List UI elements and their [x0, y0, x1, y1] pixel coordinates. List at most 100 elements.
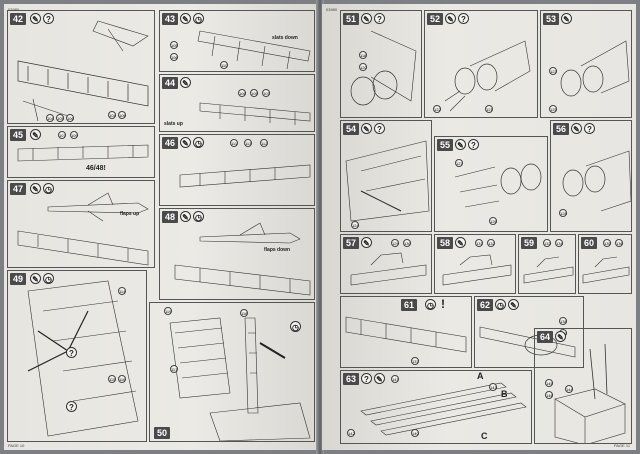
intake-drawing — [350, 30, 417, 106]
page-gutter — [316, 0, 324, 454]
glue-icon: ✎ — [30, 183, 41, 194]
flap-assembly-drawing — [169, 317, 311, 441]
part-callout: 144 — [565, 385, 573, 393]
glue-icon: ✎ — [30, 273, 41, 284]
part-callout: 120 — [359, 63, 367, 71]
part-callout: 129 — [391, 239, 399, 247]
part-callout: 117 — [170, 365, 178, 373]
nozzle-drawing — [444, 40, 531, 112]
question-icon: ? — [458, 13, 469, 24]
rail-label-b: B — [501, 389, 508, 399]
clock-icon: ◷ — [193, 13, 204, 24]
part-callout: 123 — [549, 67, 557, 75]
part-callout: 107 — [58, 131, 66, 139]
step-number: 46 — [162, 137, 179, 149]
part-callout: 127 — [455, 159, 463, 167]
step-number: 57 — [343, 237, 360, 249]
glue-icon: ✎ — [455, 139, 466, 150]
part-callout: 106 — [66, 114, 74, 122]
step-54: 54 ✎ ? 124 — [340, 120, 432, 232]
step-57: 57 ✎ 129 130 — [340, 234, 432, 294]
step-43: 43 ✎ ◷ slats down 105 106 110 — [159, 10, 315, 72]
step-note: slats down — [272, 35, 298, 41]
step-note: flaps up — [120, 211, 140, 217]
rails-drawing — [360, 382, 527, 436]
question-icon: ? — [374, 123, 385, 134]
part-callout: 124 — [351, 221, 359, 229]
clock-icon: ◷ — [290, 321, 301, 332]
step-number: 63 — [343, 373, 360, 385]
glue-icon: ✎ — [180, 211, 191, 222]
clock-icon: ◷ — [43, 183, 54, 194]
nozzle-drawing — [562, 150, 631, 212]
pylon-drawing — [523, 256, 574, 284]
nozzle-drawing — [560, 40, 630, 97]
part-callout: 104 — [108, 111, 116, 119]
step-number: 42 — [10, 13, 27, 25]
right-page: 03980 PAGE 11 51 ✎ ? 118 120 52 ✎ ? — [322, 4, 636, 450]
rail-label-c: C — [481, 431, 488, 441]
step-number: 56 — [553, 123, 570, 135]
question-icon: ? — [468, 139, 479, 150]
flap-drawing — [17, 144, 149, 162]
step-number: 50 — [154, 427, 171, 439]
part-callout: 133 — [543, 239, 551, 247]
glue-icon: ✎ — [361, 237, 372, 248]
part-callout: 118 — [240, 309, 248, 317]
part-callout: 137 — [411, 357, 419, 365]
part-callout: 126 — [489, 217, 497, 225]
clock-icon: ◷ — [495, 299, 506, 310]
part-callout: 122 — [433, 105, 441, 113]
flap-drawing — [179, 164, 311, 188]
step-number: 52 — [427, 13, 444, 25]
part-callout: 114 — [118, 287, 126, 295]
part-callout: 125 — [549, 105, 557, 113]
clock-icon: ◷ — [425, 299, 436, 310]
step-61: 61 ◷ ! 137 — [340, 296, 472, 368]
part-callout: 110 — [220, 61, 228, 69]
step-number: 58 — [437, 237, 454, 249]
step-number: 53 — [543, 13, 560, 25]
wing-drawing — [17, 20, 149, 122]
part-callout: 113 — [244, 139, 252, 147]
step-48: 48 ✎ ◷ flaps down — [159, 208, 315, 300]
pylon-drawing — [582, 256, 630, 284]
part-callout: 128 — [559, 209, 567, 217]
part-callout: 105 — [170, 41, 178, 49]
part-callout: 138 — [559, 317, 567, 325]
part-callout: 136 — [615, 239, 623, 247]
glue-icon: ✎ — [571, 123, 582, 134]
part-callout: 143 — [489, 383, 497, 391]
slat-drawing — [197, 30, 311, 70]
step-45: 45 ✎ 46/48! 107 109 — [7, 126, 155, 178]
wing-drawing — [27, 280, 139, 437]
step-53: 53 ✎ 123 125 — [540, 10, 632, 118]
part-callout: 119 — [164, 307, 172, 315]
step-51: 51 ✎ ? 118 120 — [340, 10, 422, 118]
glue-icon: ✎ — [361, 123, 372, 134]
step-47: 47 ✎ ◷ flaps up — [7, 180, 155, 268]
step-number: 49 — [10, 273, 27, 285]
step-42: 42 ✎ ? 104 105 106 104 106 — [7, 10, 155, 124]
glue-icon: ✎ — [361, 13, 372, 24]
right-header-code: 03980 — [326, 7, 338, 12]
part-callout: 142 — [347, 429, 355, 437]
step-46: 46 ✎ ◷ 111 113 112 — [159, 134, 315, 206]
question-icon: ? — [584, 123, 595, 134]
glue-icon: ✎ — [180, 137, 191, 148]
part-callout: 106 — [238, 89, 246, 97]
question-icon: ? — [43, 13, 54, 24]
stand-drawing — [554, 343, 626, 443]
step-49: 49 ✎ ◷ ? ? 114 115 116 — [7, 270, 147, 442]
glue-icon: ✎ — [445, 13, 456, 24]
step-50: 50 119 117 118 ◷ — [149, 302, 315, 442]
aircraft-drawing — [174, 222, 311, 296]
step-number: 54 — [343, 123, 360, 135]
clock-icon: ◷ — [193, 211, 204, 222]
step-note: 46/48! — [86, 165, 106, 172]
step-number: 61 — [401, 299, 418, 311]
fuselage-drawing — [345, 140, 430, 222]
part-callout: 145 — [545, 379, 553, 387]
part-callout: 112 — [260, 139, 268, 147]
